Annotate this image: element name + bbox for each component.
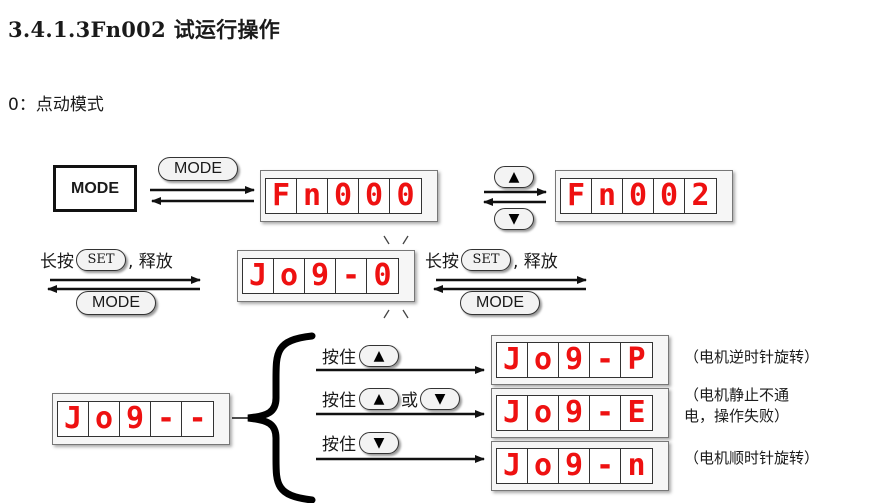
segment-digit: 0 xyxy=(359,179,390,213)
hold-both-label: 按住 ▲ 或 ▼ xyxy=(322,386,460,411)
segment-digit: - xyxy=(590,396,621,430)
mode-key-label: MODE xyxy=(476,294,524,311)
down-arrow-icon: ▼ xyxy=(373,434,385,451)
display-jog0: J o 9 - 0 xyxy=(237,250,415,302)
display-jog-p: J o 9 - P xyxy=(491,335,669,385)
segment-digit: - xyxy=(151,402,182,436)
up-arrow-icon: ▲ xyxy=(373,347,385,364)
down-key[interactable]: ▼ xyxy=(359,431,399,454)
display-jog0-digits: J o 9 - 0 xyxy=(242,258,399,294)
segment-digit: 0 xyxy=(396,178,415,213)
down-key[interactable]: ▼ xyxy=(494,208,534,230)
long-press-suffix: , 释放 xyxy=(128,252,173,272)
segment-digit: E xyxy=(627,395,646,430)
hold-down-label: 按住 ▼ xyxy=(322,430,399,455)
note-ccw: （电机逆时针旋转） xyxy=(684,348,820,366)
segment-digit: 9 xyxy=(305,259,336,293)
set-key-label: SET xyxy=(472,252,500,267)
note-cw: （电机顺时针旋转） xyxy=(684,449,820,467)
mode-box-label: MODE xyxy=(71,179,119,197)
segment-digit: o xyxy=(528,449,559,483)
segment-digit: P xyxy=(627,342,646,377)
mode-subheading: 0：点动模式 xyxy=(8,95,104,115)
mode-key[interactable]: MODE xyxy=(460,291,540,315)
up-key[interactable]: ▲ xyxy=(359,344,399,367)
down-arrow-icon: ▼ xyxy=(434,390,446,407)
segment-digit: o xyxy=(528,343,559,377)
set-key[interactable]: SET xyxy=(461,248,511,271)
display-jog-p-digits: J o 9 - P xyxy=(496,342,653,378)
segment-digit: 0 xyxy=(654,179,685,213)
segment-digit: 9 xyxy=(120,402,151,436)
segment-digit: J xyxy=(497,396,528,430)
display-fn000: F n 0 0 0 xyxy=(260,170,438,222)
up-arrow-icon: ▲ xyxy=(373,390,385,407)
segment-digit: - xyxy=(590,343,621,377)
mode-key-label: MODE xyxy=(174,160,222,177)
or-text: 或 xyxy=(401,391,418,411)
segment-digit: J xyxy=(243,259,274,293)
hold-text: 按住 xyxy=(322,348,356,368)
segment-digit: 2 xyxy=(691,178,710,213)
segment-digit: F xyxy=(561,179,592,213)
set-key[interactable]: SET xyxy=(76,248,126,271)
long-press-set-left: 长按 SET , 释放 xyxy=(40,247,173,272)
long-press-set-right: 长按 SET , 释放 xyxy=(425,247,558,272)
segment-digit: 0 xyxy=(328,179,359,213)
segment-digit: J xyxy=(497,449,528,483)
up-key[interactable]: ▲ xyxy=(494,166,534,188)
mode-key[interactable]: MODE xyxy=(76,291,156,315)
down-arrow-icon: ▼ xyxy=(508,211,520,227)
segment-digit: J xyxy=(497,343,528,377)
display-fn002-digits: F n 0 0 2 xyxy=(560,178,717,214)
display-jog-n-digits: J o 9 - n xyxy=(496,448,653,484)
display-jog-e: J o 9 - E xyxy=(491,388,669,438)
segment-digit: 0 xyxy=(373,258,392,293)
segment-digit: - xyxy=(188,401,207,436)
set-key-label: SET xyxy=(87,252,115,267)
up-key[interactable]: ▲ xyxy=(359,387,399,410)
display-fn000-digits: F n 0 0 0 xyxy=(265,178,422,214)
long-press-suffix: , 释放 xyxy=(513,252,558,272)
note-stop-line2: 电，操作失败） xyxy=(684,407,790,425)
hold-up-label: 按住 ▲ xyxy=(322,343,399,368)
segment-digit: 9 xyxy=(559,396,590,430)
section-heading: 3.4.1.3Fn002 试运行操作 xyxy=(8,17,281,42)
display-jog-idle: J o 9 - - xyxy=(52,393,230,445)
display-jog-e-digits: J o 9 - E xyxy=(496,395,653,431)
segment-digit: o xyxy=(528,396,559,430)
segment-digit: n xyxy=(592,179,623,213)
up-arrow-icon: ▲ xyxy=(508,169,520,185)
display-fn002: F n 0 0 2 xyxy=(555,170,733,222)
segment-digit: F xyxy=(266,179,297,213)
segment-digit: - xyxy=(590,449,621,483)
long-press-prefix: 长按 xyxy=(40,252,74,272)
blink-rays xyxy=(383,235,409,319)
segment-digit: 9 xyxy=(559,449,590,483)
segment-digit: n xyxy=(297,179,328,213)
segment-digit: 9 xyxy=(559,343,590,377)
segment-digit: J xyxy=(58,402,89,436)
segment-digit: 0 xyxy=(623,179,654,213)
down-key[interactable]: ▼ xyxy=(420,387,460,410)
display-jog-idle-digits: J o 9 - - xyxy=(57,401,214,437)
curly-brace xyxy=(247,332,316,503)
mode-key-label: MODE xyxy=(92,294,140,311)
mode-key[interactable]: MODE xyxy=(158,157,238,181)
segment-digit: - xyxy=(336,259,367,293)
note-stop-line1: （电机静止不通 xyxy=(684,386,790,404)
hold-text: 按住 xyxy=(322,391,356,411)
segment-digit: o xyxy=(274,259,305,293)
hold-text: 按住 xyxy=(322,435,356,455)
segment-digit: o xyxy=(89,402,120,436)
segment-digit: n xyxy=(627,448,646,483)
display-jog-n: J o 9 - n xyxy=(491,441,669,491)
mode-box: MODE xyxy=(53,165,137,212)
long-press-prefix: 长按 xyxy=(425,252,459,272)
